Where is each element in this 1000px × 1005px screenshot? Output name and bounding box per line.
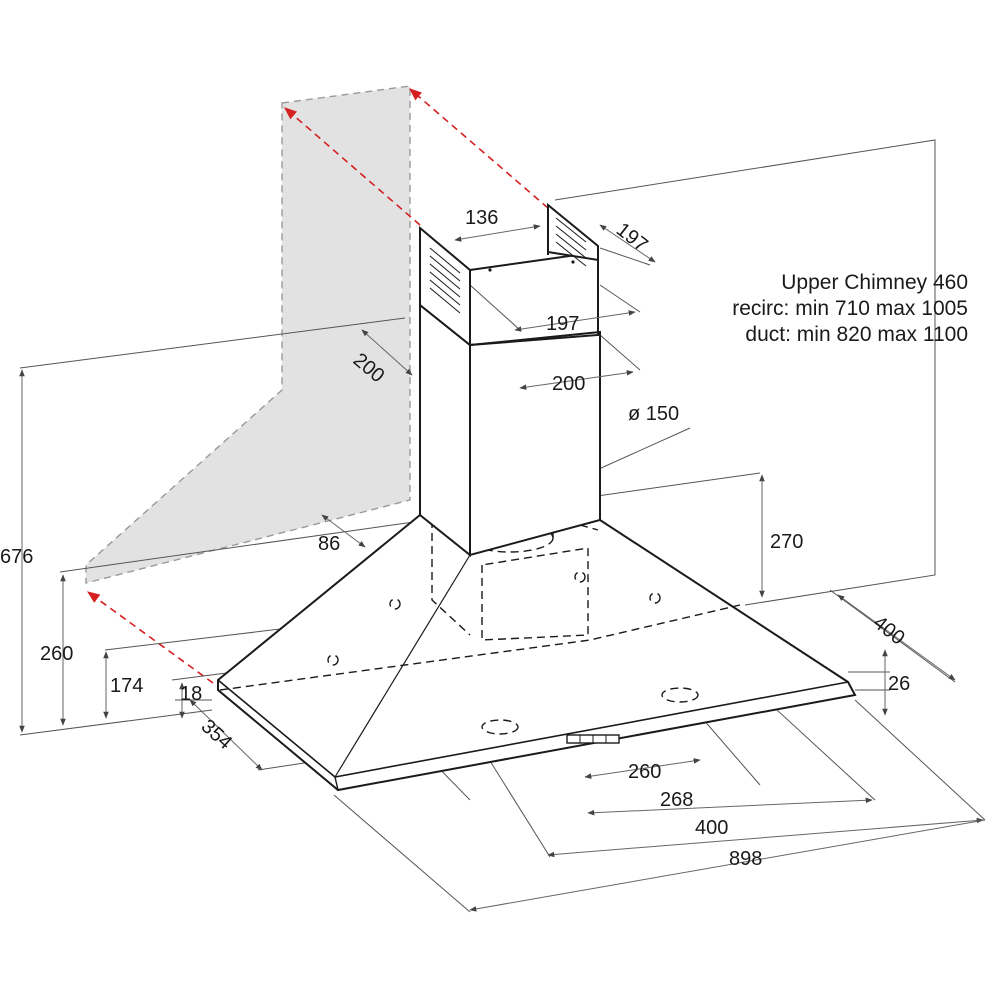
wall-outline [85,85,411,584]
dim-260-spacing-label: 260 [628,761,661,783]
dim-400-width-label: 400 [695,817,728,839]
wall-guide-top [409,88,549,209]
dim-200-width-label: 200 [552,373,585,395]
dim-86-label: 86 [318,533,340,555]
dim-174-label: 174 [110,675,143,697]
dim-197-depth-label: 197 [612,219,652,257]
dim-354-label: 354 [197,715,237,754]
dim-898-label: 898 [729,848,762,870]
dim-676-label: 676 [0,546,33,568]
dim-duct-diameter-label: ø 150 [628,403,679,425]
dim-268-label: 268 [660,789,693,811]
upper-chimney [419,202,599,348]
dim-26-label: 26 [888,673,910,695]
dim-18-label: 18 [180,683,202,705]
wall-guide-upper [284,107,421,226]
note-duct: duct: min 820 max 1100 [745,323,968,346]
dim-136-label: 136 [465,207,498,229]
light-right-icon [661,687,699,703]
dimension-arrows [19,224,986,912]
note-recirc: recirc: min 710 max 1005 [732,297,968,320]
dim-260-height-label: 260 [40,643,73,665]
note-upper-chimney: Upper Chimney 460 [781,271,968,294]
hood-body [217,513,857,792]
light-left-icon [481,719,519,735]
chimney-length-note: Upper Chimney 460 recirc: min 710 max 10… [732,271,968,346]
wall-guide-bottom [86,591,214,684]
dim-270-label: 270 [770,531,803,553]
dim-197-width-label: 197 [546,313,579,335]
